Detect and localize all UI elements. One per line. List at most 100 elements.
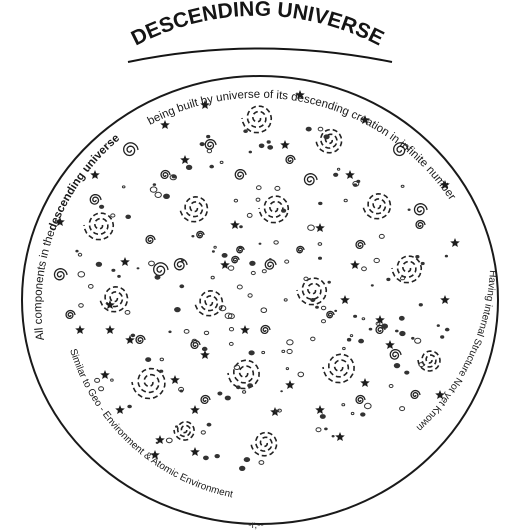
tiny-body xyxy=(285,260,289,263)
tiny-body xyxy=(243,129,248,133)
dashed-galaxy xyxy=(323,354,354,382)
tiny-body xyxy=(247,213,252,217)
tiny-body xyxy=(239,225,243,228)
star-mark xyxy=(190,447,200,456)
tiny-body xyxy=(239,246,242,249)
tiny-body xyxy=(229,328,233,331)
tiny-body xyxy=(243,391,246,394)
tiny-body xyxy=(318,202,322,205)
tiny-body xyxy=(150,187,157,192)
tiny-body xyxy=(248,294,252,297)
tiny-body xyxy=(261,308,267,313)
tiny-body xyxy=(399,316,405,321)
tiny-body xyxy=(411,337,414,340)
dashed-galaxy xyxy=(195,291,222,316)
tiny-body xyxy=(184,330,189,334)
tiny-body xyxy=(395,330,399,333)
tiny-body xyxy=(360,412,365,416)
tiny-body xyxy=(332,435,335,437)
small-galaxy xyxy=(161,171,170,179)
small-galaxy xyxy=(124,143,138,156)
tiny-body xyxy=(351,412,354,414)
tiny-body xyxy=(191,235,194,237)
tiny-body xyxy=(304,277,308,280)
tiny-body xyxy=(179,284,184,288)
tiny-body xyxy=(328,281,331,284)
tiny-body xyxy=(181,259,184,262)
star-mark xyxy=(180,155,190,164)
tiny-body xyxy=(267,145,273,150)
star-mark xyxy=(340,295,350,304)
dashed-galaxy xyxy=(363,194,390,219)
tiny-body xyxy=(211,276,214,279)
star-mark xyxy=(120,257,130,266)
tiny-body xyxy=(401,277,405,280)
tiny-body xyxy=(175,425,178,427)
tiny-body xyxy=(286,368,288,370)
small-galaxy xyxy=(297,246,304,252)
tiny-body xyxy=(445,328,450,332)
tiny-body xyxy=(186,165,192,170)
small-galaxy xyxy=(136,336,145,344)
tiny-body xyxy=(404,371,409,375)
tiny-body xyxy=(280,390,283,392)
tiny-body xyxy=(159,370,163,373)
tiny-body xyxy=(324,428,328,431)
tiny-body xyxy=(127,405,132,409)
tiny-body xyxy=(145,357,151,362)
tiny-body xyxy=(174,307,181,312)
star-mark xyxy=(280,140,290,149)
small-galaxy xyxy=(90,195,101,205)
tiny-body xyxy=(308,225,315,230)
tiny-body xyxy=(440,335,444,338)
dashed-galaxy xyxy=(418,351,440,371)
tiny-body xyxy=(111,214,115,217)
tiny-body xyxy=(324,134,330,139)
tiny-body xyxy=(155,192,161,197)
tiny-body xyxy=(318,243,322,246)
tiny-body xyxy=(310,298,315,302)
diagram-title: DESCENDING UNIVERSE xyxy=(128,0,388,50)
small-galaxy xyxy=(146,236,155,244)
tiny-body xyxy=(344,199,347,202)
tiny-body xyxy=(320,414,326,419)
dashed-galaxy xyxy=(180,197,207,222)
star-mark xyxy=(200,350,210,359)
small-galaxy xyxy=(175,259,188,270)
small-galaxy xyxy=(154,263,168,276)
small-galaxy xyxy=(305,174,318,185)
tiny-body xyxy=(408,209,411,211)
tiny-body xyxy=(371,284,374,286)
tiny-body xyxy=(337,168,339,170)
tiny-body xyxy=(220,161,223,163)
tiny-body xyxy=(153,183,156,186)
star-mark xyxy=(240,325,250,334)
tiny-body xyxy=(212,250,215,252)
tiny-body xyxy=(156,442,159,444)
dashed-galaxy xyxy=(228,360,259,388)
tiny-body xyxy=(166,438,172,443)
star-mark xyxy=(105,300,115,309)
tiny-body xyxy=(249,350,255,355)
dashed-galaxy xyxy=(132,369,165,399)
tiny-body xyxy=(369,328,373,331)
tiny-body xyxy=(96,262,102,267)
star-mark xyxy=(450,238,460,247)
star-mark xyxy=(350,260,360,269)
small-galaxy xyxy=(327,311,334,317)
small-galaxy xyxy=(205,140,216,150)
star-mark xyxy=(335,432,345,441)
tiny-body xyxy=(204,331,208,334)
tiny-body xyxy=(122,186,125,188)
star-mark xyxy=(105,325,115,334)
tiny-body xyxy=(287,349,292,353)
tiny-body xyxy=(445,255,448,258)
tiny-body xyxy=(256,198,260,201)
tiny-body xyxy=(78,272,85,277)
tiny-body xyxy=(89,285,94,289)
tiny-body xyxy=(160,358,163,361)
tiny-body xyxy=(362,267,367,271)
tiny-body xyxy=(321,306,325,309)
tiny-body xyxy=(282,350,285,352)
